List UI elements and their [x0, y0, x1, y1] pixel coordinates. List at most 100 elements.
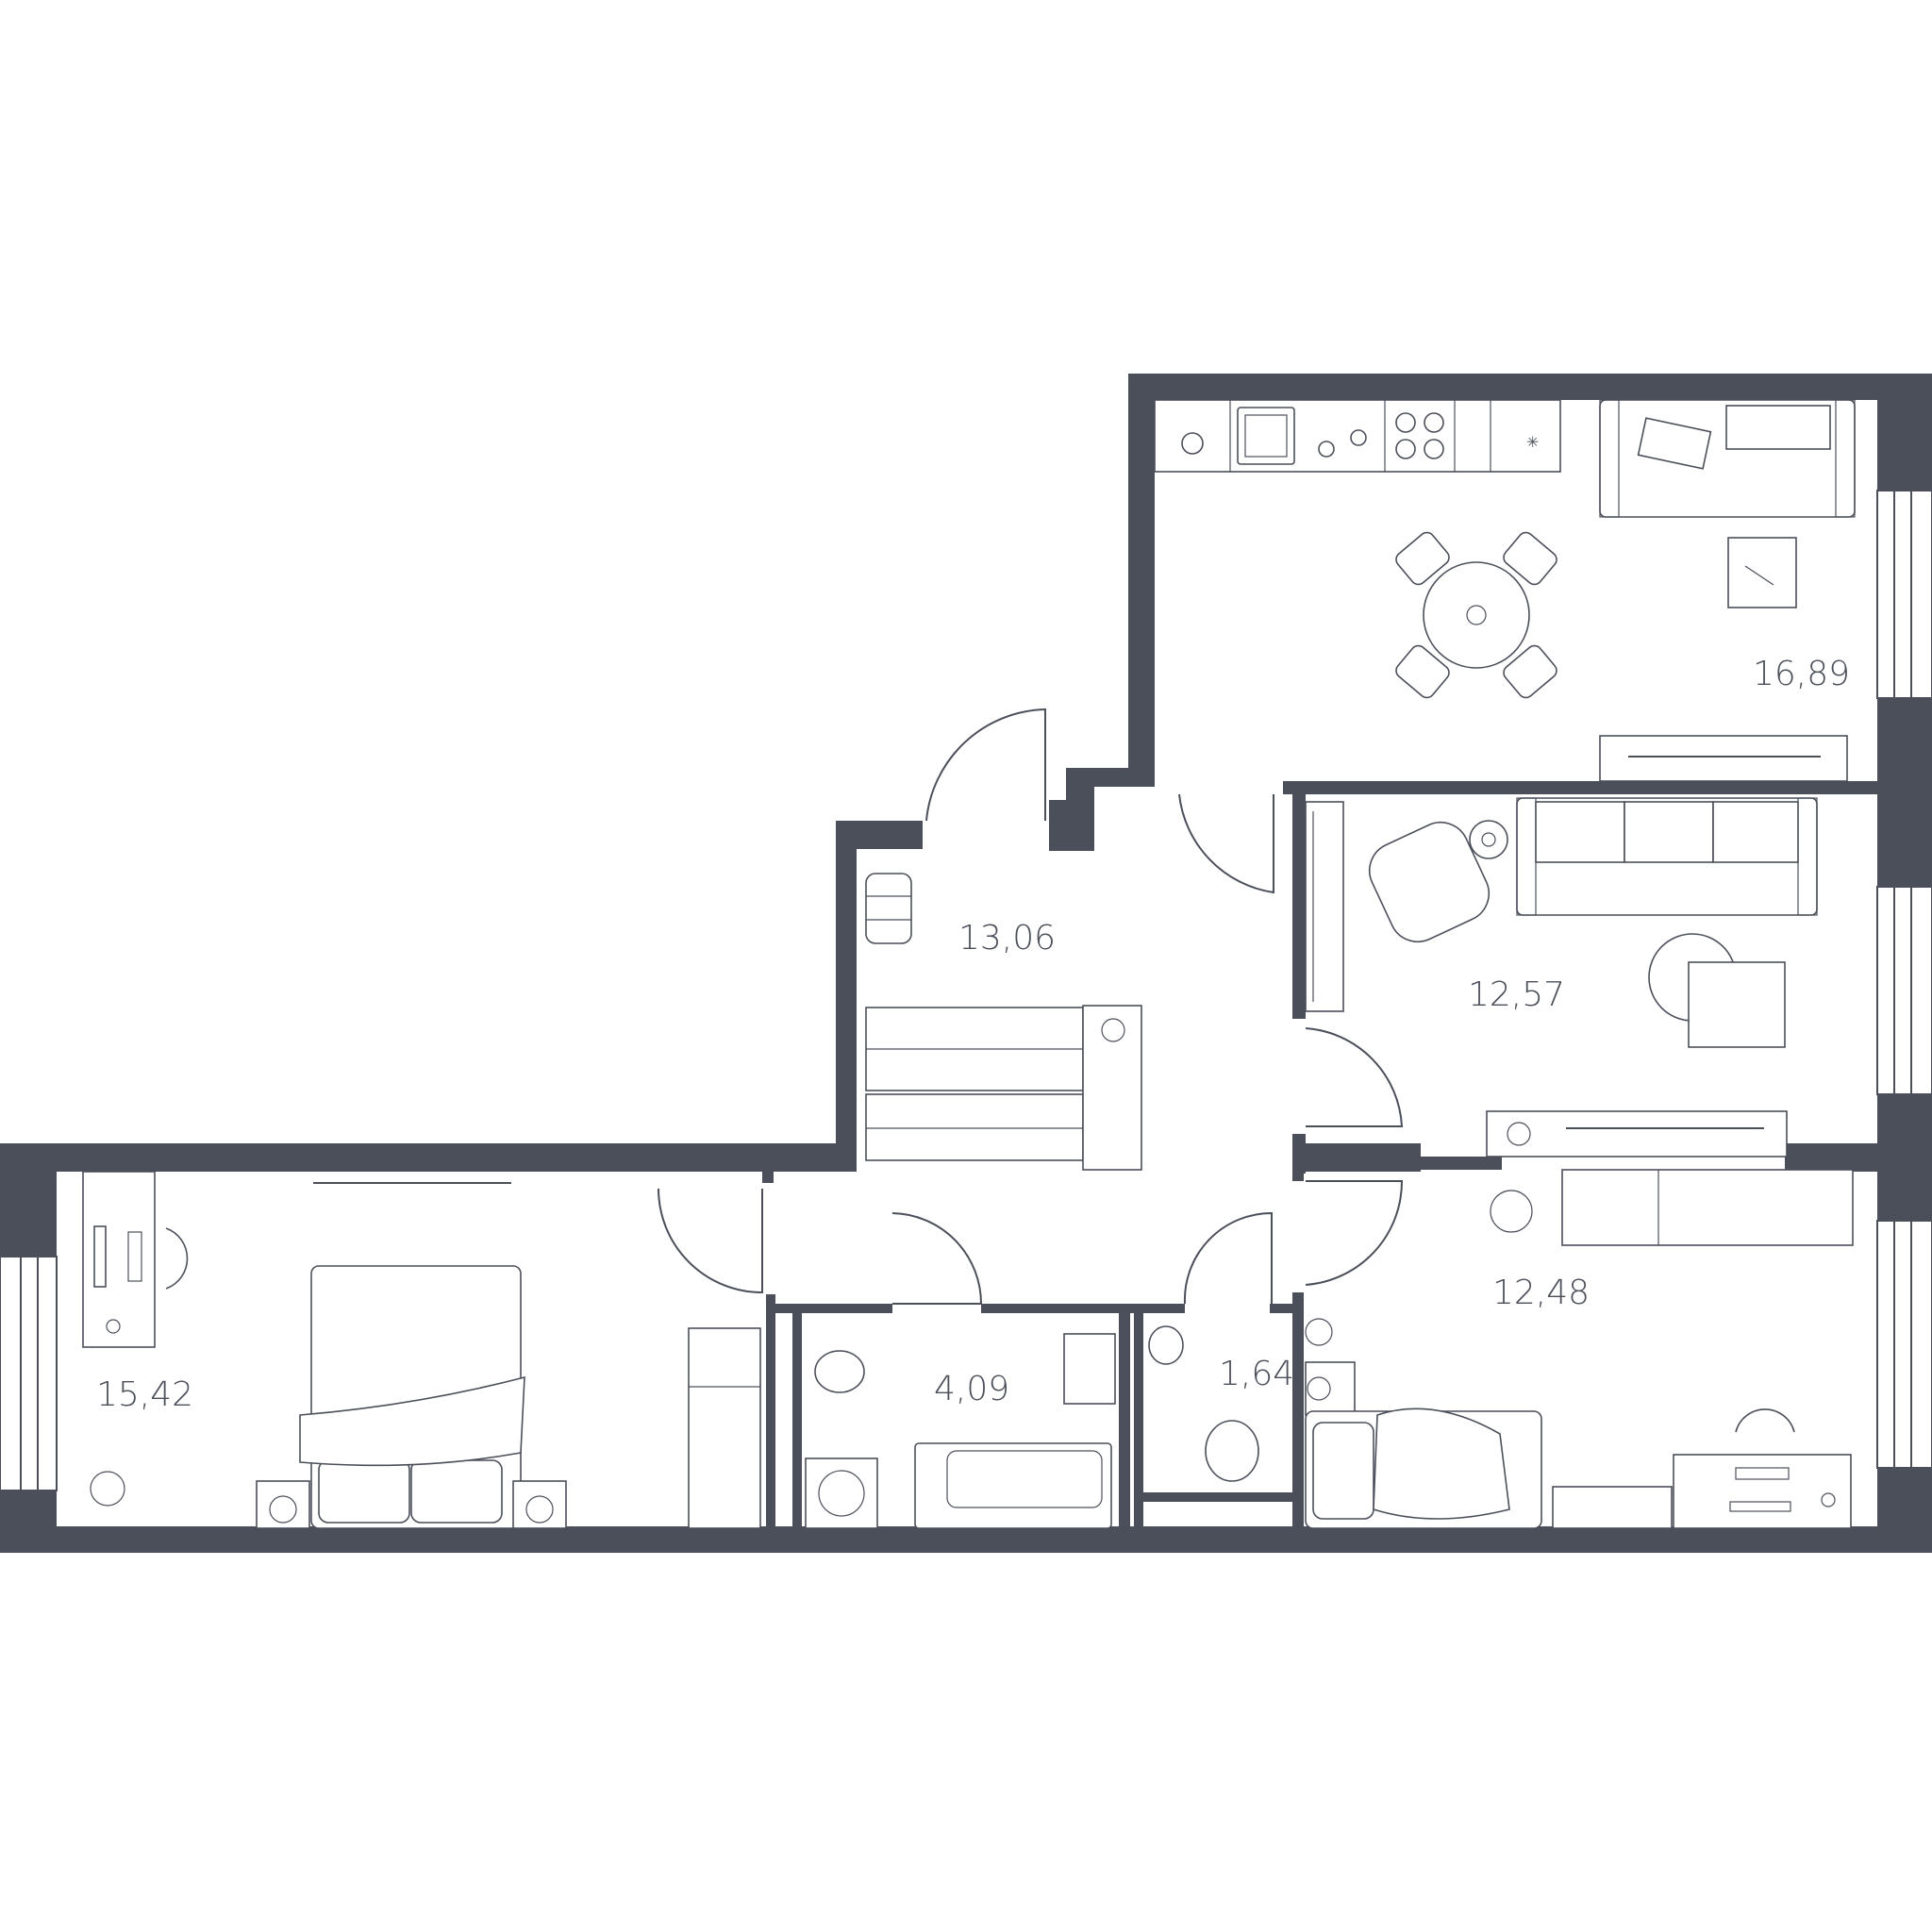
bed-blanket — [299, 1375, 525, 1467]
hallway-furniture — [865, 873, 1142, 1171]
pan-icon — [1350, 429, 1367, 446]
fan-icon: ✳ — [1526, 433, 1539, 451]
toilet-furniture — [1148, 1325, 1259, 1482]
wall-bath-top-a — [775, 1304, 892, 1313]
wall-kitchen-right-upper — [1877, 400, 1932, 491]
area-label-bathroom: 4,09 — [934, 1370, 1009, 1408]
dining-table — [1395, 531, 1557, 699]
floor-lamp — [1469, 820, 1508, 859]
nightstand — [512, 1480, 567, 1529]
wall-living-bottom-b — [1421, 1157, 1502, 1170]
kitchen-sofa — [1599, 399, 1856, 518]
area-label-toilet: 1,64 — [1219, 1355, 1294, 1393]
plant-icon — [1490, 1190, 1533, 1233]
bedroom-left-furniture — [82, 1171, 761, 1529]
wall-hall-right-stub — [1292, 1172, 1304, 1181]
monitor — [1729, 1501, 1791, 1512]
tv-stand-kitchen — [1599, 735, 1848, 782]
wall-bath-top-b — [981, 1304, 1185, 1313]
window-bedroom-right — [1876, 1220, 1932, 1469]
wardrobe — [688, 1327, 761, 1529]
wall-toilet-top-b — [1270, 1304, 1300, 1313]
desk-chair — [165, 1227, 189, 1290]
area-labels: 16,89 13,06 12,57 15,42 4,09 1,64 12,48 — [96, 655, 1850, 1414]
kitchen-counter: ✳ — [1154, 399, 1561, 473]
wall-living-right-upper — [1877, 792, 1932, 887]
toilet-bath — [814, 1350, 865, 1393]
living-room-furniture — [1305, 797, 1818, 1158]
pouf — [865, 873, 912, 944]
area-label-bedroom-left: 15,42 — [96, 1375, 193, 1414]
wall-kitchen-right-lower — [1877, 698, 1932, 792]
plant-icon — [1507, 1122, 1531, 1146]
ball-icon — [1305, 1318, 1333, 1346]
wall-toilet-top — [1143, 1304, 1185, 1313]
tv-stand-living — [1486, 1110, 1788, 1158]
small-sink — [1148, 1325, 1184, 1365]
window-living — [1876, 886, 1932, 1095]
bathtub — [914, 1442, 1112, 1529]
nightstand — [256, 1480, 310, 1529]
wardrobe — [865, 1093, 1084, 1161]
wall-living-left-stub — [1292, 1134, 1306, 1174]
lamp-icon — [269, 1495, 297, 1524]
wall-living-bottom-a — [1292, 1143, 1421, 1172]
wall-kitchen-left — [1128, 374, 1155, 787]
area-label-hallway: 13,06 — [958, 919, 1056, 958]
wall-bedroom-left-top — [0, 1143, 857, 1172]
door-kitchen — [1178, 793, 1274, 894]
wall-bottom-right-corner — [1877, 1468, 1932, 1553]
sink-icon — [1237, 407, 1295, 465]
wall-hall-left — [836, 821, 857, 1157]
washing-machine — [805, 1457, 878, 1529]
stove-icon — [1395, 412, 1416, 433]
bed-pillow — [1312, 1422, 1374, 1520]
keyboard — [127, 1231, 142, 1282]
wall-bedroom-left-outer-upper — [0, 1143, 57, 1257]
doors — [658, 708, 1404, 1305]
armchair — [1368, 821, 1491, 943]
wall-bottom — [0, 1526, 1932, 1553]
bed-blanket — [1373, 1407, 1510, 1520]
dining-chair — [1503, 531, 1557, 586]
wall-bath-left — [766, 1294, 775, 1528]
sink-bath — [1063, 1333, 1116, 1405]
area-label-bedroom-right: 12,48 — [1492, 1274, 1590, 1312]
desk — [1673, 1454, 1852, 1529]
door-living — [1305, 1027, 1404, 1127]
desk-lamp — [106, 1319, 121, 1334]
bookshelf — [1305, 801, 1344, 1012]
toilet — [1205, 1420, 1259, 1482]
wall-kitchen-bottom — [1283, 781, 1932, 794]
walls — [0, 374, 1932, 1553]
bathroom-furniture — [805, 1333, 1116, 1529]
plant-icon — [90, 1471, 125, 1507]
bed-pillow — [318, 1459, 410, 1524]
coffee-table — [1727, 537, 1797, 608]
plant-icon — [1101, 1018, 1125, 1042]
door-toilet — [1183, 1211, 1273, 1305]
door-entrance — [925, 708, 1046, 822]
area-label-kitchen-living: 16,89 — [1753, 655, 1850, 693]
plant-icon — [1466, 605, 1487, 625]
monitor — [93, 1225, 107, 1288]
bed-pillow — [410, 1459, 503, 1524]
wall-toilet-left — [1134, 1313, 1143, 1528]
wall-bedroom-right-outer-upper — [1877, 1166, 1932, 1221]
rug — [1688, 961, 1786, 1048]
wall-kitchen-top — [1128, 374, 1932, 400]
area-label-living-room: 12,57 — [1468, 975, 1565, 1014]
windows — [0, 490, 1932, 1491]
dining-chair — [1503, 644, 1557, 699]
door-bedroom-right — [1305, 1180, 1404, 1286]
window-bedroom-left — [0, 1256, 58, 1491]
bookshelf — [1552, 1486, 1673, 1529]
window-kitchen — [1876, 490, 1932, 699]
dining-chair — [1395, 644, 1450, 699]
tap-icon — [1181, 432, 1204, 455]
keyboard — [1735, 1467, 1790, 1480]
wall-bath-right — [1119, 1313, 1130, 1528]
lamp-icon — [1307, 1376, 1331, 1401]
door-bedroom-left — [658, 1188, 763, 1294]
